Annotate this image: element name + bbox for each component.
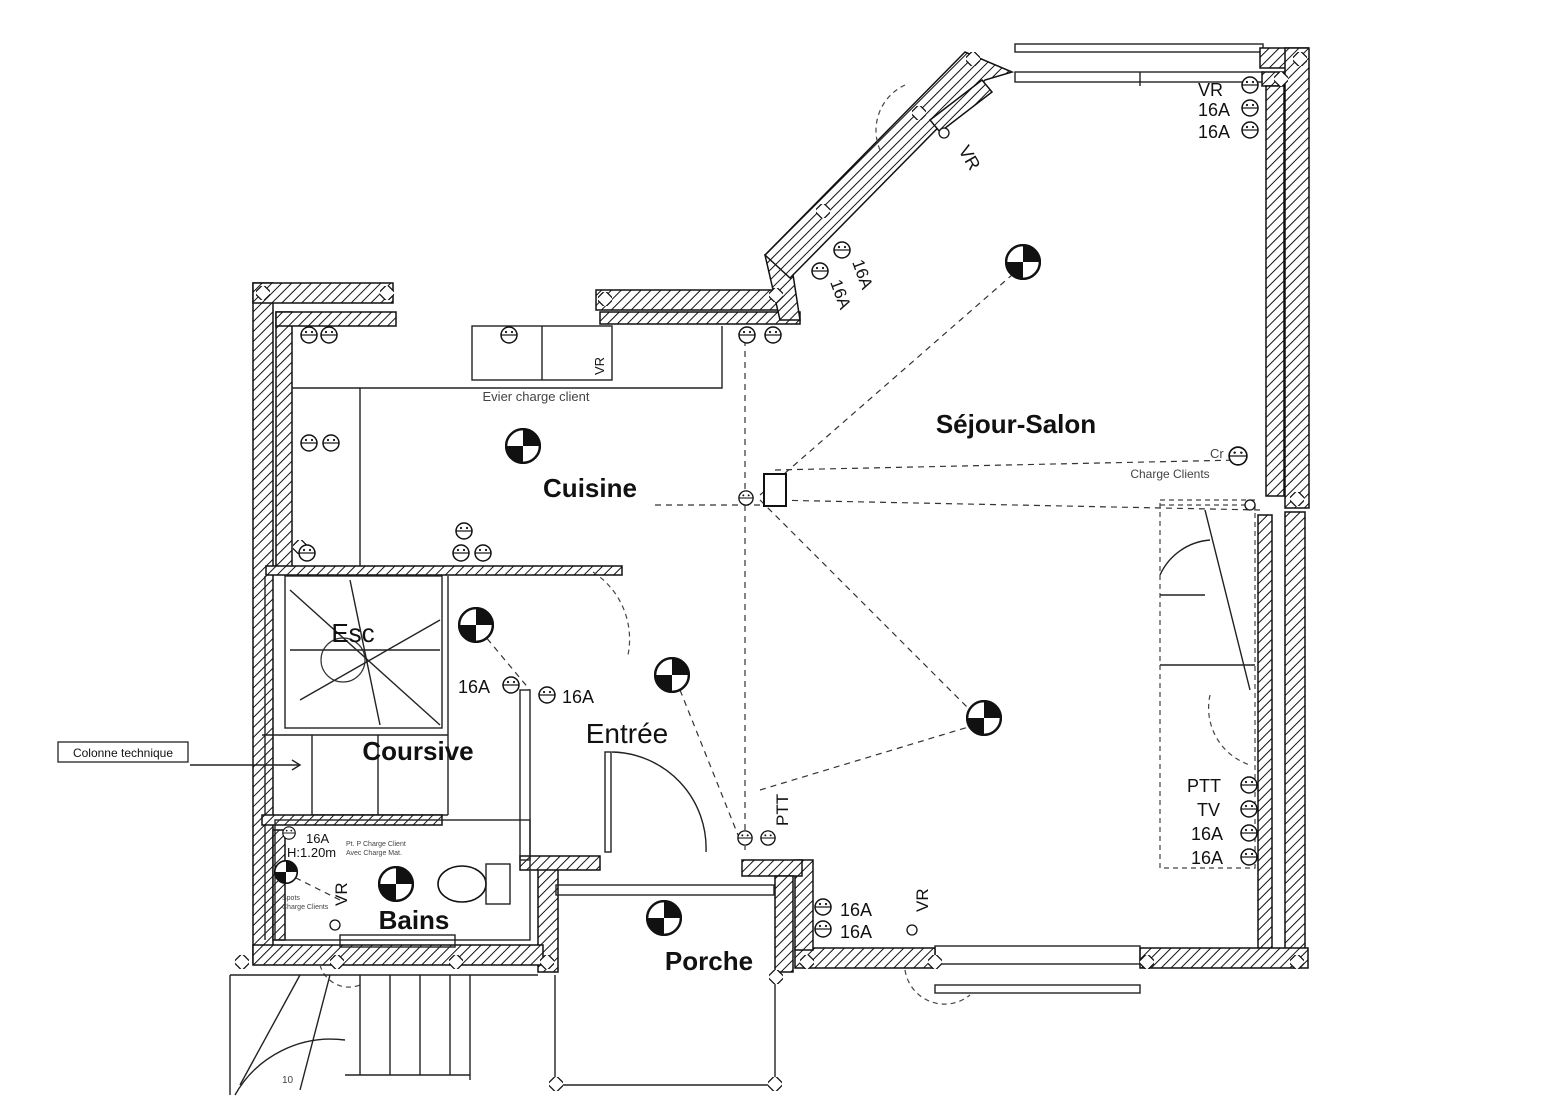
ceiling-lights [274, 244, 1041, 936]
socket-icon [1241, 121, 1259, 139]
note-charge-clients: Charge Clients [1130, 467, 1209, 481]
stair-right [1159, 499, 1256, 869]
socket-icon [811, 262, 829, 280]
socket-icon [298, 544, 316, 562]
socket-icon [282, 826, 296, 840]
stair-esc [289, 579, 441, 726]
room-label-bains: Bains [379, 905, 450, 935]
note-bains-3: Spots [282, 895, 300, 902]
socket-icon [322, 434, 340, 452]
room-label-coursive: Coursive [362, 736, 473, 766]
socket-icon [738, 490, 754, 506]
exterior-walls [252, 43, 1310, 994]
note-colonne-technique: Colonne technique [73, 746, 173, 760]
corner-marker [549, 1077, 563, 1091]
label-ptt-entry: PTT [773, 794, 792, 826]
socket-icon [1228, 446, 1248, 466]
socket-icon [1241, 99, 1259, 117]
socket-icon [452, 544, 470, 562]
note-bains-2: Avec Charge Mat. [346, 850, 402, 857]
socket-icon [760, 830, 776, 846]
label-16a: 16A [826, 277, 854, 313]
label-16a: 16A [1198, 122, 1230, 142]
label-16a: 16A [1191, 824, 1223, 844]
socket-icon [538, 686, 556, 704]
socket-icon [500, 326, 518, 344]
label-16a: 16A [848, 257, 876, 293]
socket-icon [738, 326, 756, 344]
socket-icon [814, 898, 832, 916]
label-16a: 16A [840, 922, 872, 942]
label-16a: 16A [562, 687, 594, 707]
interior-walls [190, 72, 1141, 941]
label-vr-top: VR [1198, 80, 1223, 100]
socket-icon [474, 544, 492, 562]
socket-icon [502, 676, 520, 694]
label-vr-bottom: VR [913, 888, 932, 912]
wiring-lines [289, 84, 1261, 1005]
socket-icon [320, 326, 338, 344]
ceiling-light-icon [654, 657, 690, 693]
label-16a-bains: 16A [306, 831, 329, 846]
socket-icon [1241, 76, 1259, 94]
socket-icon [833, 241, 851, 259]
socket-icon [814, 920, 832, 938]
label-vr-bains: VR [332, 882, 351, 906]
note-bains-4: Charge Clients [282, 904, 329, 911]
note-cr: Cr [1210, 446, 1224, 461]
room-label-sejour: Séjour-Salon [936, 409, 1096, 439]
note-height: H:1.20m [287, 845, 336, 860]
room-label-entree: Entrée [586, 718, 669, 749]
socket-icon [764, 326, 782, 344]
room-label-porche: Porche [665, 946, 753, 976]
socket-icon [300, 326, 318, 344]
ceiling-light-icon [1005, 244, 1041, 280]
label-16a: 16A [840, 900, 872, 920]
label-vr-kitchen: VR [592, 357, 607, 375]
ceiling-light-icon [378, 866, 414, 902]
sockets [282, 76, 1259, 938]
socket-icon [300, 434, 318, 452]
label-16a: 16A [1198, 100, 1230, 120]
ceiling-light-icon [505, 428, 541, 464]
ceiling-light-icon [966, 700, 1002, 736]
socket-icon [737, 830, 753, 846]
note-evier: Evier charge client [483, 389, 590, 404]
label-vr-diag: VR [955, 142, 985, 174]
ceiling-light-icon [274, 860, 298, 884]
socket-icon [455, 522, 473, 540]
stair-outside: 10 [229, 974, 782, 1096]
label-16a: 16A [458, 677, 490, 697]
stair-step-number: 10 [282, 1075, 294, 1086]
ceiling-light-icon [646, 900, 682, 936]
socket-icon [1240, 800, 1258, 818]
ceiling-light-icon [458, 607, 494, 643]
room-label-esc: Esc [331, 618, 374, 648]
label-ptt: PTT [1187, 776, 1221, 796]
socket-icon [1240, 776, 1258, 794]
corner-marker [768, 1077, 782, 1091]
label-16a: 16A [1191, 848, 1223, 868]
socket-icon [1240, 824, 1258, 842]
note-bains-1: Pt. P Charge Client [346, 841, 406, 848]
label-tv: TV [1197, 800, 1220, 820]
socket-icon [1240, 848, 1258, 866]
room-label-cuisine: Cuisine [543, 473, 637, 503]
